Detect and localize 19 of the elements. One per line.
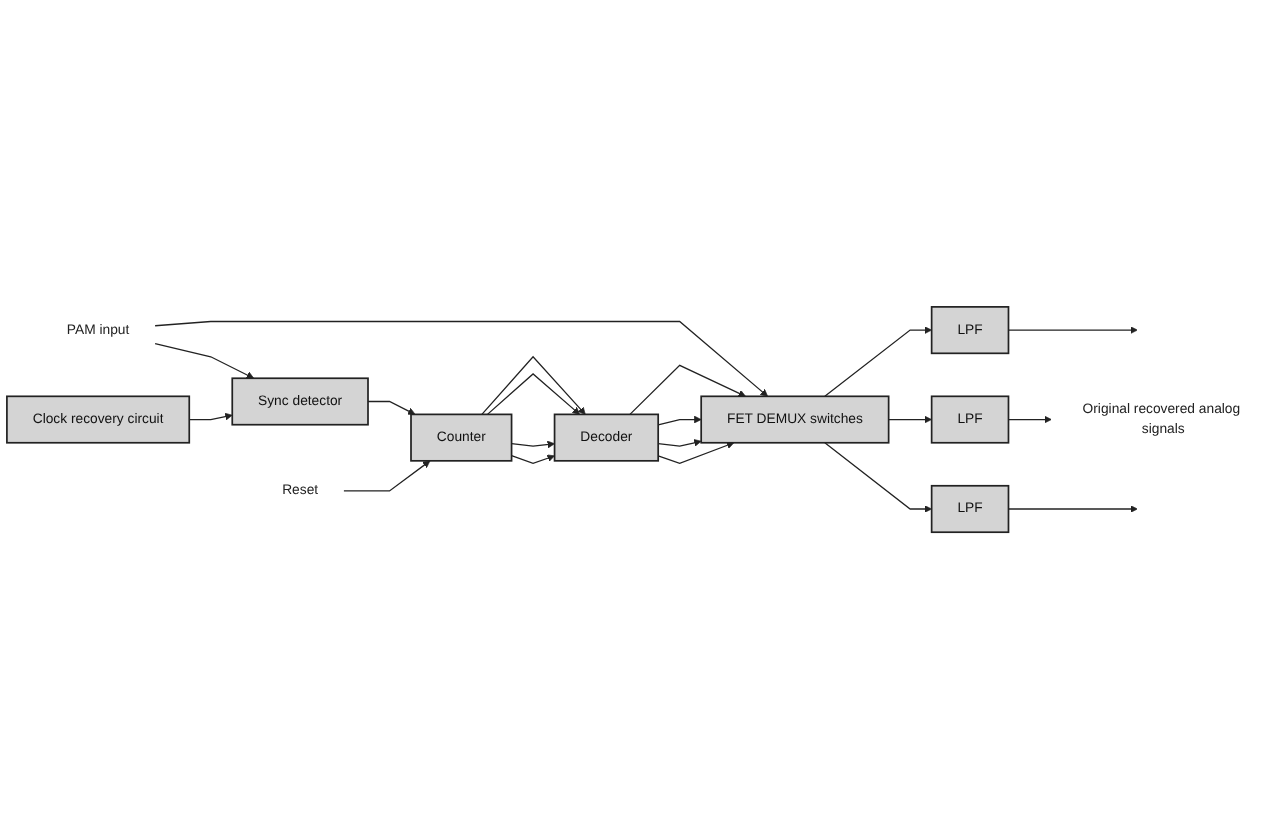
arrow xyxy=(824,325,932,397)
arrow xyxy=(367,400,416,415)
arrow xyxy=(657,438,702,447)
arrow xyxy=(1007,415,1052,423)
arrow xyxy=(1007,504,1138,513)
arrow xyxy=(629,364,746,415)
arrow xyxy=(154,320,768,397)
arrow xyxy=(510,453,555,464)
arrow xyxy=(888,415,932,423)
arrow xyxy=(188,412,233,420)
arrow xyxy=(824,441,932,513)
arrow xyxy=(1007,325,1138,334)
arrow xyxy=(657,415,702,425)
arrow xyxy=(343,459,431,491)
arrow xyxy=(481,355,586,415)
arrow xyxy=(154,342,255,379)
arrow xyxy=(486,372,580,415)
arrow xyxy=(510,440,555,448)
arrow xyxy=(657,441,735,464)
